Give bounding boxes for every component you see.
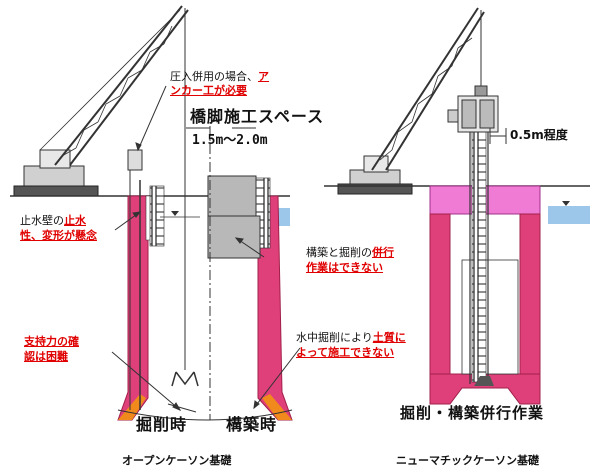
underwater-warning-1: 土質に <box>372 331 406 344</box>
concurrent-warning-2: 作業はできない <box>306 261 383 274</box>
concurrent-note-line-2: 作業はできない <box>306 261 383 275</box>
pneumatic-caisson-body <box>429 95 541 405</box>
concurrent-note-line-1: 構築と掘削の併行 <box>306 246 394 260</box>
press-in-note-line-1: 圧入併用の場合、ア <box>170 70 269 84</box>
cutoff-note-line-1: 止水壁の止水 <box>20 214 86 228</box>
concurrent-work-label: 掘削・構築併行作業 <box>400 404 545 422</box>
open-caisson-body <box>117 125 293 421</box>
excavation-time-label: 掘削時 <box>136 415 188 434</box>
bearing-warning-1: 支持力の確 <box>24 335 79 348</box>
leader-lines-left <box>111 85 301 413</box>
open-caisson-caption: オープンケーソン基礎 <box>122 454 232 467</box>
right-crane <box>337 7 488 195</box>
pier-space-title: 橋脚施工スペース <box>190 107 325 126</box>
cutoff-note-line-2: 性、変形が懸念 <box>20 229 97 243</box>
bearing-warning-2: 認は困難 <box>24 350 68 363</box>
underwater-warning-2: よって施工できない <box>296 346 395 359</box>
underwater-text: 水中掘削により <box>296 331 373 344</box>
press-in-text: 圧入併用の場合、 <box>170 70 258 83</box>
cutoff-warning-2: 性、変形が懸念 <box>20 229 97 242</box>
press-in-warning-1: ア <box>258 70 269 83</box>
underwater-note-line-2: よって施工できない <box>296 346 394 360</box>
bearing-note-line-1: 支持力の確 <box>24 335 79 349</box>
press-in-note-line-2: ンカー工が必要 <box>170 84 247 98</box>
clearance-dimension <box>489 128 507 144</box>
concurrent-text: 構築と掘削の <box>306 246 372 259</box>
pneumatic-caisson-caption: ニューマチックケーソン基礎 <box>396 454 539 467</box>
underwater-note-line-1: 水中掘削により土質に <box>296 331 406 345</box>
press-in-warning-2: ンカー工が必要 <box>170 84 247 97</box>
construction-time-label: 構築時 <box>226 415 278 434</box>
bearing-note-line-2: 認は困難 <box>24 350 68 364</box>
water-right <box>548 206 590 224</box>
cutoff-text: 止水壁の <box>20 214 64 227</box>
pier-space-range: 1.5m〜2.0m <box>192 133 268 148</box>
left-crane <box>13 5 189 197</box>
concurrent-warning-1: 併行 <box>372 246 394 259</box>
cutoff-warning-1: 止水 <box>64 214 86 227</box>
clearance-label: 0.5m程度 <box>510 128 568 142</box>
